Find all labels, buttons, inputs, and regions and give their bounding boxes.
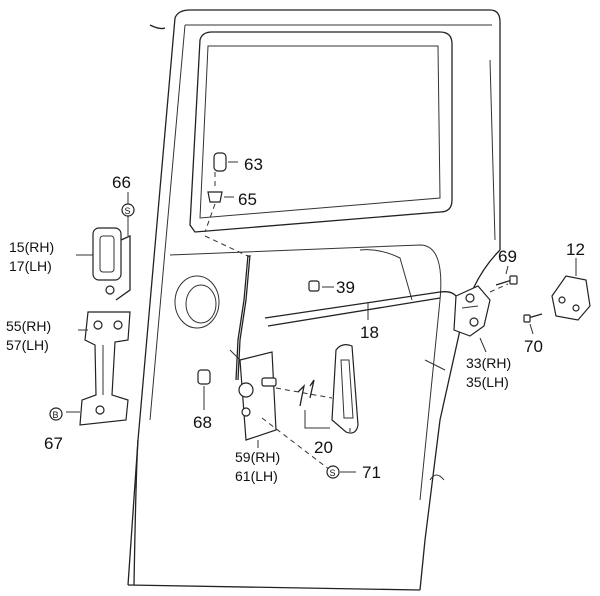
- screw-69: [495, 265, 518, 286]
- label-39: 39: [336, 278, 355, 297]
- label-12: 12: [566, 240, 585, 259]
- label-33: 33(RH): [466, 355, 511, 371]
- inside-handle-15-17: [76, 212, 131, 301]
- label-70: 70: [524, 337, 543, 356]
- lock-assembly-59-61: [229, 349, 277, 448]
- grommet-65: [204, 172, 234, 233]
- lock-knob-63: [213, 152, 238, 172]
- label-18: 18: [360, 323, 379, 342]
- svg-text:B: B: [53, 410, 59, 420]
- label-68: 68: [193, 413, 212, 432]
- hinge-55-57: [66, 311, 131, 426]
- door-panel: [127, 9, 501, 591]
- label-20: 20: [314, 438, 333, 457]
- label-69: 69: [498, 247, 517, 266]
- label-17: 17(LH): [9, 258, 52, 274]
- screw-symbol-66: S: [121, 192, 135, 217]
- outside-handle-20: [297, 344, 359, 434]
- label-57: 57(LH): [6, 337, 49, 353]
- label-55: 55(RH): [6, 318, 51, 334]
- latch-33-35: [453, 283, 509, 353]
- label-15: 15(RH): [9, 239, 54, 255]
- svg-text:S: S: [330, 468, 336, 478]
- label-67: 67: [44, 434, 63, 453]
- label-66: 66: [112, 173, 131, 192]
- svg-text:S: S: [125, 206, 131, 216]
- clip-68: [197, 369, 211, 410]
- striker-12: [551, 258, 591, 321]
- label-35: 35(LH): [466, 374, 509, 390]
- screw-symbol-71: S: [261, 417, 356, 479]
- bolt-symbol-67: B: [49, 407, 63, 421]
- label-59: 59(RH): [235, 449, 280, 465]
- clip-39: [308, 280, 334, 292]
- label-71: 71: [362, 463, 381, 482]
- label-63: 63: [244, 155, 263, 174]
- label-65: 65: [238, 190, 257, 209]
- screw-70: [523, 313, 543, 335]
- label-61: 61(LH): [235, 468, 278, 484]
